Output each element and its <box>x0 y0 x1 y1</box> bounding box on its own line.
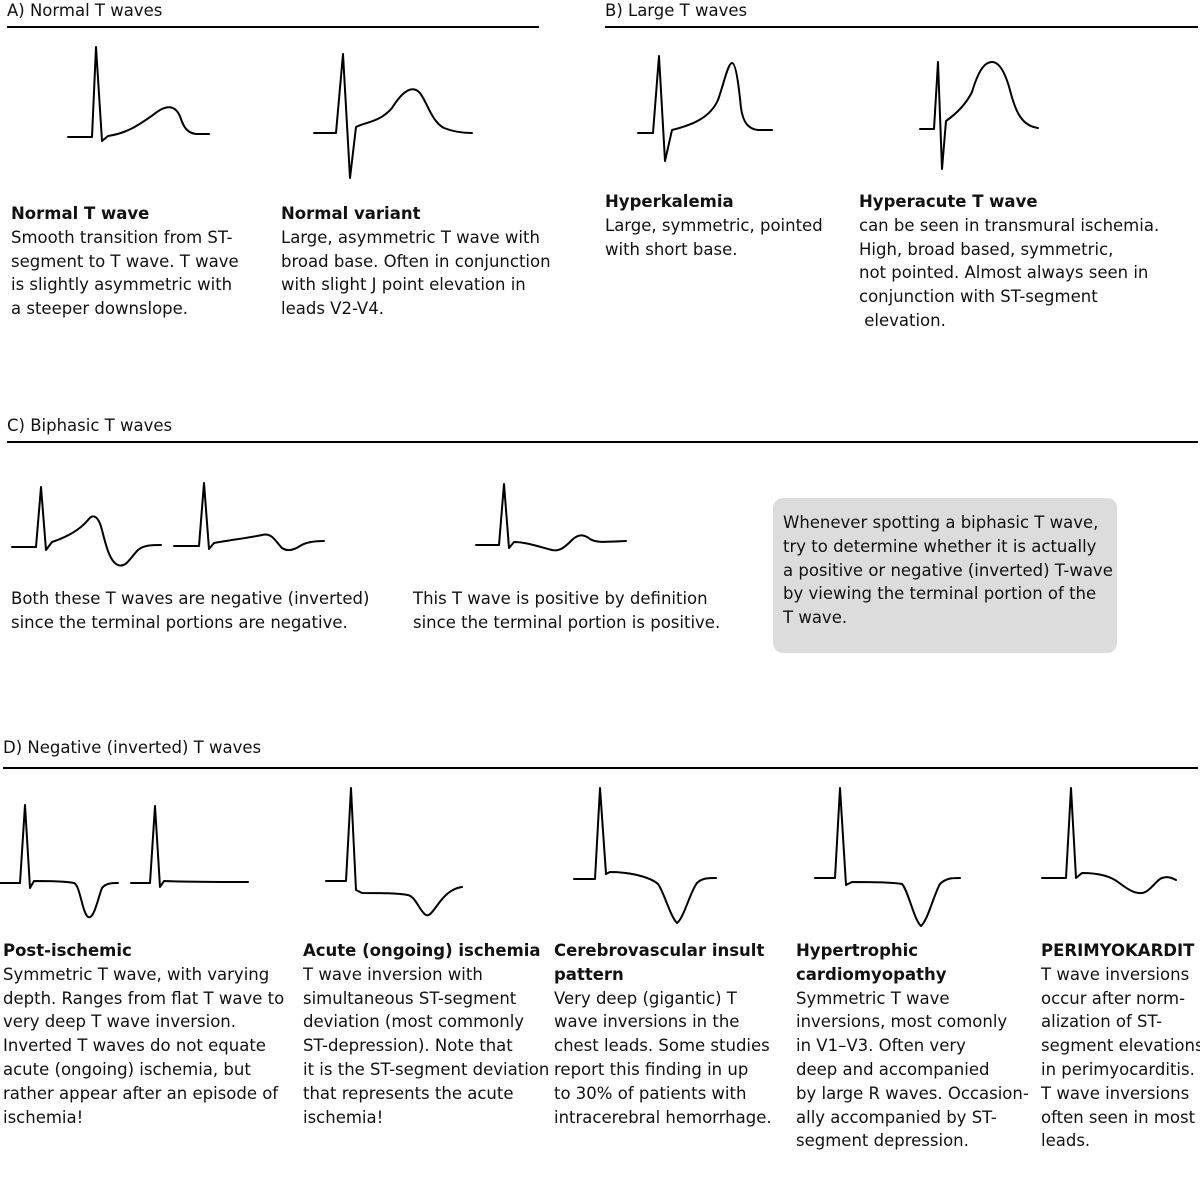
description-line: occur after norm- <box>1041 987 1200 1011</box>
acute-ischemia-description: Acute (ongoing) ischemia T wave inversio… <box>303 939 549 1129</box>
section-divider <box>7 441 1198 443</box>
description-line: Symmetric T wave <box>796 987 1029 1011</box>
section-divider <box>7 26 539 28</box>
description-line: with short base. <box>605 238 823 262</box>
description-line: Inverted T waves do not equate <box>3 1034 284 1058</box>
description-line: Both these T waves are negative (inverte… <box>11 587 369 611</box>
acute-ischemia-title: Acute (ongoing) ischemia <box>303 939 549 963</box>
description-line: Large, asymmetric T wave with <box>281 226 551 250</box>
cerebrovascular-insult-title: pattern <box>554 963 772 987</box>
description-line: deviation (most commonly <box>303 1010 549 1034</box>
description-line: ST-depression). Note that <box>303 1034 549 1058</box>
normal-variant-description: Normal variant Large, asymmetric T wave … <box>281 202 551 321</box>
description-line: T wave inversion with <box>303 963 549 987</box>
biphasic-tip-box: Whenever spotting a biphasic T wave, try… <box>773 498 1117 653</box>
description-line: T wave inversions <box>1041 963 1200 987</box>
section-divider <box>3 767 1198 769</box>
description-line: leads. <box>1041 1129 1200 1153</box>
section-title-normal-t-waves: A) Normal T waves <box>7 1 162 21</box>
description-line: very deep T wave inversion. <box>3 1010 284 1034</box>
description-line: conjunction with ST-segment <box>859 285 1159 309</box>
description-line: by large R waves. Occasion- <box>796 1082 1029 1106</box>
description-line: segment to T wave. T wave <box>11 250 239 274</box>
hypertrophic-cardiomyopathy-description: Hypertrophic cardiomyopathy Symmetric T … <box>796 939 1029 1153</box>
normal-t-wave-title: Normal T wave <box>11 202 239 226</box>
description-line: leads V2-V4. <box>281 297 551 321</box>
perimyocarditis-title: PERIMYOKARDIT <box>1041 939 1200 963</box>
hyperacute-t-wave-title: Hyperacute T wave <box>859 190 1159 214</box>
description-line: ally accompanied by ST- <box>796 1106 1029 1130</box>
tip-line: Whenever spotting a biphasic T wave, <box>783 511 1107 535</box>
description-line: High, broad based, symmetric, <box>859 238 1159 262</box>
description-line: This T wave is positive by definition <box>413 587 720 611</box>
tip-line: try to determine whether it is actually <box>783 535 1107 559</box>
description-line: is slightly asymmetric with <box>11 273 239 297</box>
description-line: wave inversions in the <box>554 1010 772 1034</box>
description-line: in perimyocarditis. <box>1041 1058 1200 1082</box>
tip-line: by viewing the terminal portion of the <box>783 582 1107 606</box>
biphasic-negative-description: Both these T waves are negative (inverte… <box>11 587 369 635</box>
hypertrophic-cardiomyopathy-title: Hypertrophic <box>796 939 1029 963</box>
description-line: Very deep (gigantic) T <box>554 987 772 1011</box>
description-line: Symmetric T wave, with varying <box>3 963 284 987</box>
post-ischemic-title: Post-ischemic <box>3 939 284 963</box>
description-line: with slight J point elevation in <box>281 273 551 297</box>
description-line: Large, symmetric, pointed <box>605 214 823 238</box>
description-line: segment depression. <box>796 1129 1029 1153</box>
description-line: in V1–V3. Often very <box>796 1034 1029 1058</box>
description-line: intracerebral hemorrhage. <box>554 1106 772 1130</box>
description-line: can be seen in transmural ischemia. <box>859 214 1159 238</box>
section-title-biphasic-t-waves: C) Biphasic T waves <box>7 416 172 436</box>
hyperkalemia-description: Hyperkalemia Large, symmetric, pointed w… <box>605 190 823 261</box>
description-line: since the terminal portion is positive. <box>413 611 720 635</box>
hypertrophic-cardiomyopathy-title: cardiomyopathy <box>796 963 1029 987</box>
description-line: elevation. <box>859 309 1159 333</box>
normal-variant-title: Normal variant <box>281 202 551 226</box>
description-line: report this finding in up <box>554 1058 772 1082</box>
description-line: since the terminal portions are negative… <box>11 611 369 635</box>
description-line: simultaneous ST-segment <box>303 987 549 1011</box>
description-line: inversions, most comonly <box>796 1010 1029 1034</box>
cerebrovascular-insult-description: Cerebrovascular insult pattern Very deep… <box>554 939 772 1129</box>
description-line: to 30% of patients with <box>554 1082 772 1106</box>
hyperkalemia-title: Hyperkalemia <box>605 190 823 214</box>
description-line: not pointed. Almost always seen in <box>859 261 1159 285</box>
post-ischemic-description: Post-ischemic Symmetric T wave, with var… <box>3 939 284 1129</box>
description-line: Smooth transition from ST- <box>11 226 239 250</box>
description-line: it is the ST-segment deviation <box>303 1058 549 1082</box>
ecg-waveform-perimyocarditis <box>0 0 1 1</box>
description-line: depth. Ranges from flat T wave to <box>3 987 284 1011</box>
cerebrovascular-insult-title: Cerebrovascular insult <box>554 939 772 963</box>
tip-line: a positive or negative (inverted) T-wave <box>783 559 1107 583</box>
normal-t-wave-description: Normal T wave Smooth transition from ST-… <box>11 202 239 321</box>
description-line: a steeper downslope. <box>11 297 239 321</box>
description-line: ischemia! <box>3 1106 284 1130</box>
description-line: often seen in most <box>1041 1106 1200 1130</box>
tip-line: T wave. <box>783 606 1107 630</box>
section-title-negative-t-waves: D) Negative (inverted) T waves <box>3 738 261 758</box>
description-line: segment elevations <box>1041 1034 1200 1058</box>
description-line: T wave inversions <box>1041 1082 1200 1106</box>
description-line: deep and accompanied <box>796 1058 1029 1082</box>
hyperacute-t-wave-description: Hyperacute T wave can be seen in transmu… <box>859 190 1159 333</box>
description-line: chest leads. Some studies <box>554 1034 772 1058</box>
description-line: alization of ST- <box>1041 1010 1200 1034</box>
perimyocarditis-description: PERIMYOKARDIT T wave inversions occur af… <box>1041 939 1200 1153</box>
description-line: rather appear after an episode of <box>3 1082 284 1106</box>
section-divider <box>605 26 1198 28</box>
section-title-large-t-waves: B) Large T waves <box>605 1 747 21</box>
description-line: ischemia! <box>303 1106 549 1130</box>
biphasic-positive-description: This T wave is positive by definition si… <box>413 587 720 635</box>
description-line: that represents the acute <box>303 1082 549 1106</box>
description-line: acute (ongoing) ischemia, but <box>3 1058 284 1082</box>
description-line: broad base. Often in conjunction <box>281 250 551 274</box>
